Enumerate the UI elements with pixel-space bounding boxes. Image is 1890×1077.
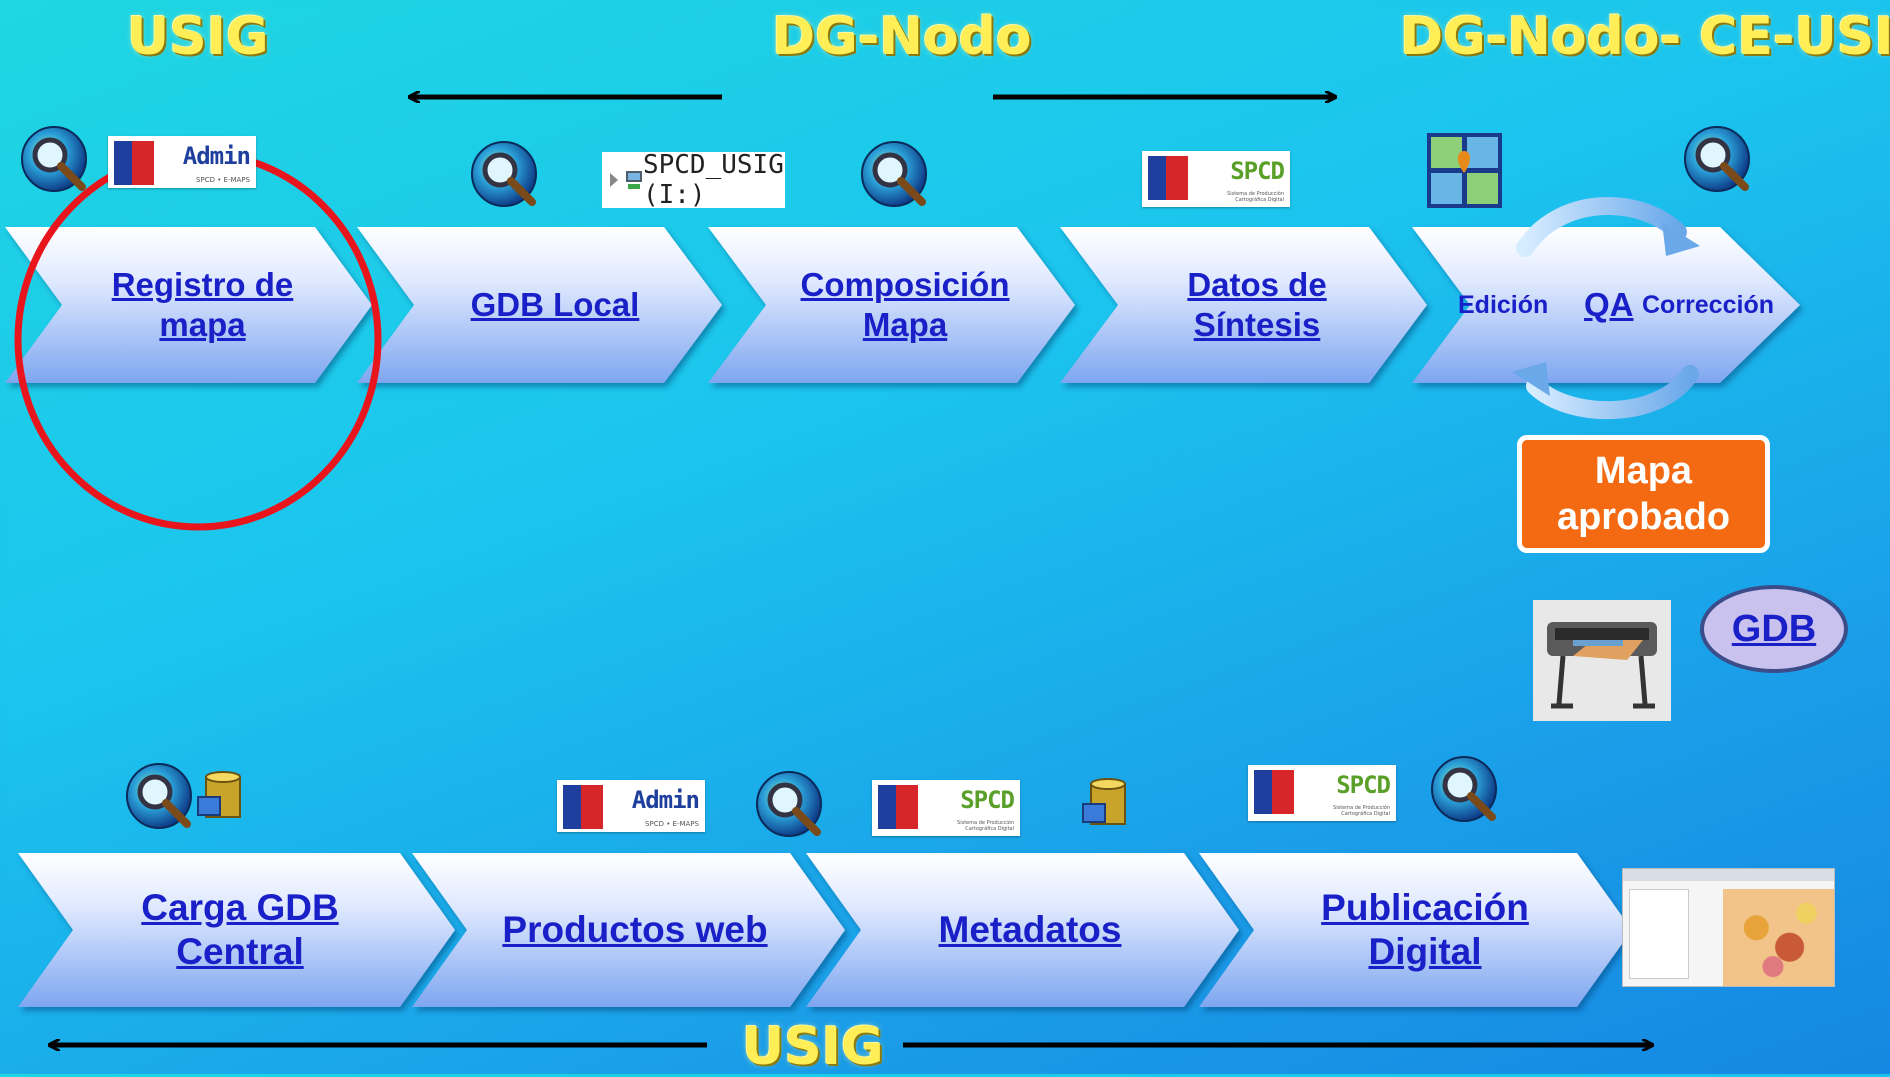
step-line: Publicación (1321, 886, 1529, 928)
spcd-logo-sub: Sistema de Producción Cartográfica Digit… (1227, 191, 1284, 203)
header-dg-nodo: DG-Nodo (772, 7, 1032, 67)
step-line: Productos web (502, 908, 768, 950)
admin-logo-word: Admin (182, 142, 251, 170)
mapa-aprobado-box: Mapa aprobado (1517, 435, 1770, 553)
header-usig-bottom: USIG (742, 1017, 884, 1077)
chevron-productos (412, 853, 845, 1007)
network-drive-text: SPCD_USIG (I:) (642, 150, 784, 210)
admin-logo: Admin SPCD • E-MAPS (108, 136, 256, 188)
step-line: Síntesis (1193, 306, 1321, 343)
step-productos-web[interactable]: Productos web (480, 880, 790, 980)
step-datos-de-sintesis[interactable]: Datos de Síntesis (1122, 255, 1392, 355)
map-grid-icon (1427, 133, 1502, 208)
globe-search-icon (126, 763, 192, 829)
admin-logo: Admin SPCD • E-MAPS (557, 780, 705, 832)
step-line: mapa (159, 306, 246, 343)
network-drive-label: SPCD_USIG (I:) (602, 150, 785, 210)
globe-search-icon (756, 771, 822, 837)
database-icon (197, 771, 241, 818)
globe-search-icon (861, 141, 927, 207)
admin-logo-sub: SPCD • E-MAPS (196, 176, 250, 184)
step-publicacion-digital[interactable]: Publicación Digital (1275, 880, 1575, 980)
chevron-registro (5, 227, 372, 383)
cycle-arrow-top-head (1662, 222, 1700, 256)
spcd-logo: SPCD Sistema de Producción Cartográfica … (1248, 765, 1396, 821)
spcd-logo-word: SPCD (1336, 771, 1391, 799)
admin-logo-word: Admin (631, 786, 700, 814)
admin-logo-sub: SPCD • E-MAPS (645, 820, 699, 828)
globe-search-icon (1431, 756, 1497, 822)
step-line: Registro de (111, 266, 294, 304)
spcd-logo-sub: Sistema de Producción Cartográfica Digit… (1333, 805, 1390, 817)
cycle-arrow-bottom (1526, 365, 1699, 420)
step-line: Carga GDB (141, 886, 339, 928)
cycle-arrow-top (1516, 197, 1687, 257)
header-dg-nodo-ce-usig: DG-Nodo- CE-USIG (1400, 7, 1890, 67)
step-qa[interactable]: QA (1584, 286, 1634, 323)
approved-line: aprobado (1556, 496, 1731, 538)
chevron-gdb-local (357, 227, 722, 383)
spcd-logo-word: SPCD (960, 786, 1015, 814)
web-map-screenshot (1622, 868, 1835, 987)
database-icon (1082, 778, 1126, 825)
qa-correccion-label: Corrección (1642, 291, 1774, 319)
chevron-qa (1412, 227, 1800, 383)
spcd-logo-sub: Sistema de Producción Cartográfica Digit… (957, 820, 1014, 832)
step-line: Central (176, 931, 304, 972)
plotter-printer-image (1533, 600, 1671, 721)
globe-search-icon (21, 126, 87, 192)
step-line: Digital (1368, 931, 1482, 972)
step-carga-gdb-central[interactable]: Carga GDB Central (95, 880, 385, 980)
chevron-publicacion (1199, 853, 1632, 1007)
qa-edicion-label: Edición (1458, 291, 1549, 319)
expand-triangle-icon (610, 173, 618, 187)
step-gdb-local[interactable]: GDB Local (420, 255, 690, 355)
network-drive-icon (624, 170, 642, 190)
gdb-link[interactable]: GDB (1700, 585, 1848, 673)
step-composicion-mapa[interactable]: Composición Mapa (770, 255, 1040, 355)
spcd-logo-word: SPCD (1230, 157, 1285, 185)
spcd-logo: SPCD Sistema de Producción Cartográfica … (1142, 151, 1290, 207)
step-metadatos[interactable]: Metadatos (880, 880, 1180, 980)
step-line: Mapa (862, 306, 948, 343)
screenshot-map (1723, 889, 1834, 986)
cycle-arrow-bottom-head (1512, 362, 1550, 396)
spcd-logo: SPCD Sistema de Producción Cartográfica … (872, 780, 1020, 836)
step-line: Composición (800, 266, 1010, 304)
chevron-carga (18, 853, 455, 1007)
approved-line: Mapa (1594, 449, 1693, 492)
step-registro-de-mapa[interactable]: Registro de mapa (70, 255, 335, 355)
step-line: GDB Local (470, 286, 640, 324)
globe-search-icon (471, 141, 537, 207)
chevron-metadatos (806, 853, 1239, 1007)
screenshot-panel (1629, 889, 1689, 979)
chevron-datos (1060, 227, 1427, 383)
chevron-composicion (708, 227, 1075, 383)
header-usig-top: USIG (127, 7, 269, 67)
step-line: Metadatos (938, 908, 1122, 950)
globe-search-icon (1684, 126, 1750, 192)
screenshot-toolbar (1623, 869, 1834, 881)
step-line: Datos de (1187, 266, 1327, 304)
